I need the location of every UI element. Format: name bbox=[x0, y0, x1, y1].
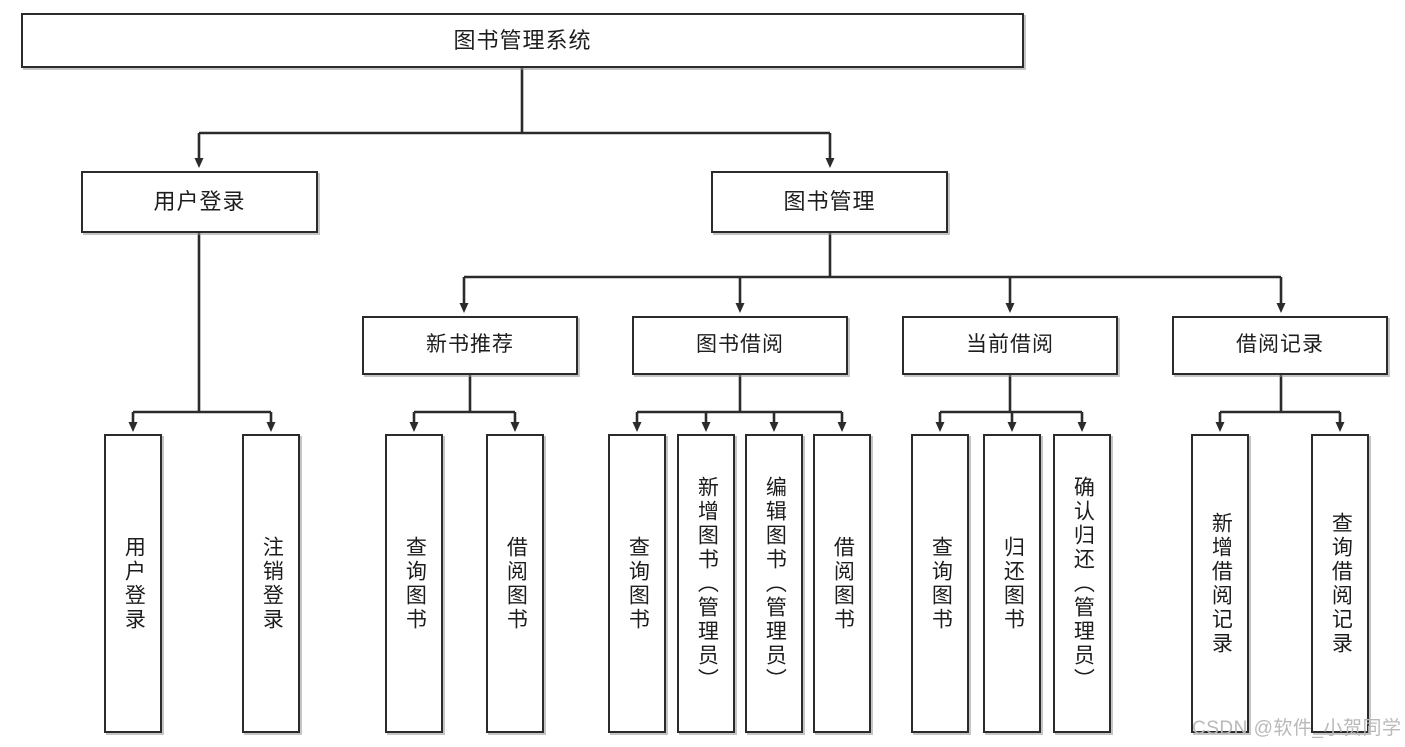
leaf-add-borrowing-record[interactable]: 新增借阅记录 bbox=[1191, 434, 1249, 733]
leaf-confirm-return-admin[interactable]: 确认归还（管理员） bbox=[1053, 434, 1111, 733]
node-label: 注销登录 bbox=[260, 535, 284, 632]
leaf-edit-book-admin[interactable]: 编辑图书（管理员） bbox=[745, 434, 803, 733]
node-label: 新书推荐 bbox=[426, 333, 514, 357]
edge-group-current-borrow-to-leaves bbox=[935, 375, 1087, 432]
node-label: 用户登录 bbox=[122, 535, 146, 632]
node-label: 新增图书（管理员） bbox=[695, 475, 719, 692]
node-current-borrowing[interactable]: 当前借阅 bbox=[902, 316, 1118, 375]
node-label: 确认归还（管理员） bbox=[1071, 475, 1095, 692]
node-label: 查询借阅记录 bbox=[1329, 511, 1353, 656]
node-book-management[interactable]: 图书管理 bbox=[711, 171, 948, 233]
edge-group-root-to-level2 bbox=[194, 68, 835, 168]
node-label: 借阅记录 bbox=[1236, 333, 1324, 357]
edge-group-new-book-rec-to-leaves bbox=[409, 375, 520, 432]
edge-group-borrow-record-to-leaves bbox=[1215, 375, 1345, 432]
leaf-query-book-recommendation[interactable]: 查询图书 bbox=[385, 434, 443, 733]
node-new-book-recommendation[interactable]: 新书推荐 bbox=[362, 316, 578, 375]
leaf-add-book-admin[interactable]: 新增图书（管理员） bbox=[677, 434, 735, 733]
node-label: 用户登录 bbox=[153, 189, 246, 215]
node-label: 图书管理 bbox=[783, 189, 876, 215]
leaf-query-book-borrowing[interactable]: 查询图书 bbox=[608, 434, 666, 733]
edge-group-user-login-to-leaves bbox=[128, 233, 276, 432]
node-label: 归还图书 bbox=[1001, 535, 1025, 632]
node-label: 编辑图书（管理员） bbox=[763, 475, 787, 692]
leaf-query-book-current[interactable]: 查询图书 bbox=[911, 434, 969, 733]
node-label: 图书管理系统 bbox=[453, 27, 592, 53]
node-label: 当前借阅 bbox=[966, 333, 1054, 357]
node-book-management-system[interactable]: 图书管理系统 bbox=[21, 13, 1024, 68]
node-borrowing-record[interactable]: 借阅记录 bbox=[1172, 316, 1388, 375]
node-user-login[interactable]: 用户登录 bbox=[81, 171, 318, 233]
node-label: 图书借阅 bbox=[696, 333, 784, 357]
node-label: 查询图书 bbox=[626, 535, 650, 632]
leaf-user-login[interactable]: 用户登录 bbox=[104, 434, 162, 733]
node-label: 借阅图书 bbox=[831, 535, 855, 632]
node-label: 新增借阅记录 bbox=[1209, 511, 1233, 656]
leaf-borrow-book-recommendation[interactable]: 借阅图书 bbox=[486, 434, 544, 733]
node-label: 借阅图书 bbox=[504, 535, 528, 632]
leaf-borrow-book[interactable]: 借阅图书 bbox=[813, 434, 871, 733]
leaf-return-book[interactable]: 归还图书 bbox=[983, 434, 1041, 733]
edge-group-book-mgmt-to-level3 bbox=[459, 233, 1286, 313]
node-label: 查询图书 bbox=[403, 535, 427, 632]
leaf-query-borrowing-record[interactable]: 查询借阅记录 bbox=[1311, 434, 1369, 733]
node-label: 查询图书 bbox=[929, 535, 953, 632]
edge-group-book-borrow-to-leaves bbox=[632, 375, 847, 432]
leaf-logout[interactable]: 注销登录 bbox=[242, 434, 300, 733]
node-book-borrowing[interactable]: 图书借阅 bbox=[632, 316, 848, 375]
